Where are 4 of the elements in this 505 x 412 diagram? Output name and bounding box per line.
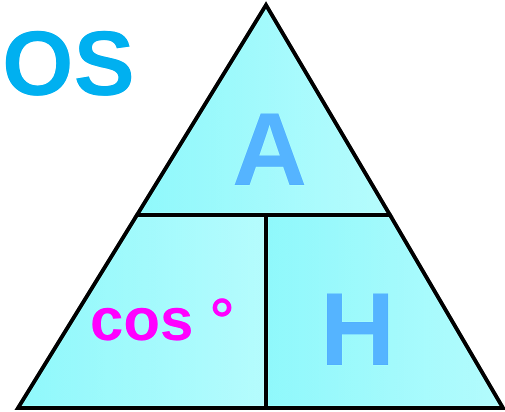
formula-letter: cos ° <box>90 290 234 350</box>
formula-letter: A <box>232 98 308 202</box>
heading-text: OS <box>2 18 135 110</box>
formula-letter: H <box>320 278 396 382</box>
